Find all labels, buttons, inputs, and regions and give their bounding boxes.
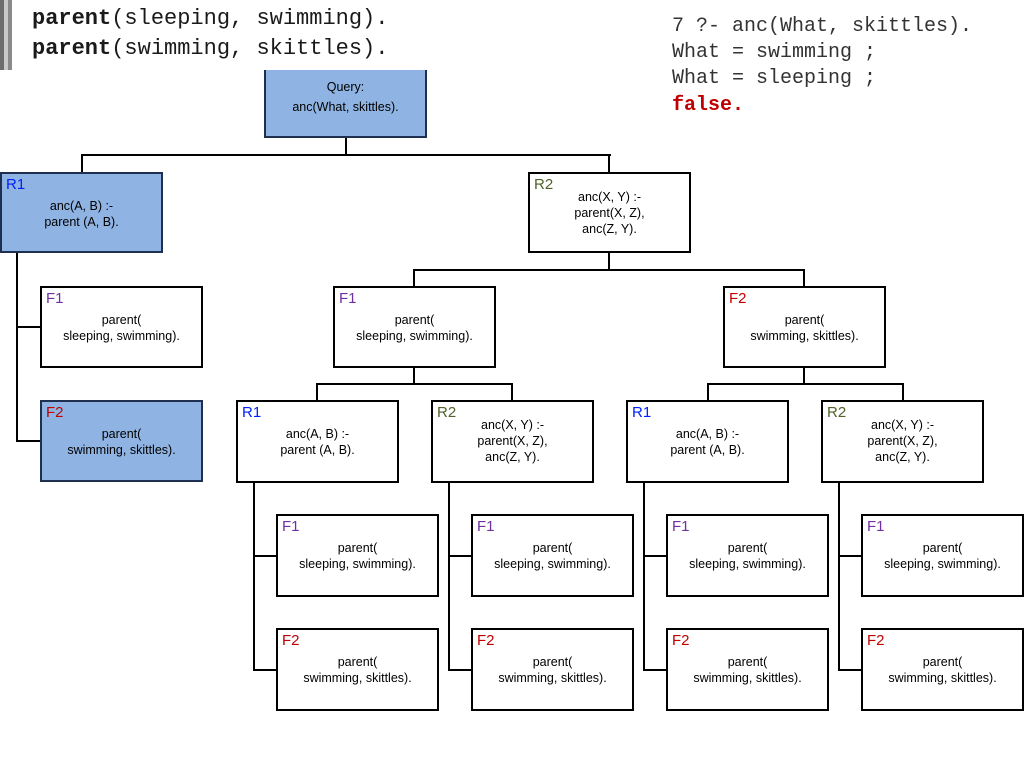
r2-body-1: parent(X, Z),: [477, 434, 548, 448]
fact-head: parent(: [922, 541, 963, 555]
console-line-answer-2: What = sleeping ;: [672, 67, 877, 90]
fact-args: swimming, skittles).: [67, 443, 176, 457]
r1-body: parent (A, B).: [280, 443, 355, 457]
r1-tag: R1: [242, 404, 262, 421]
fact-head: parent(: [532, 655, 573, 669]
f2-node-left: F2 parent( swimming, skittles).: [40, 400, 203, 482]
f2-tag: F2: [282, 632, 300, 649]
r2-head: anc(X, Y) :-: [578, 190, 641, 204]
fact-head: parent(: [532, 541, 573, 555]
f1-node-left: F1 parent( sleeping, swimming).: [40, 286, 203, 368]
fact-args: sleeping, swimming).: [299, 557, 416, 571]
f2-tag: F2: [672, 632, 690, 649]
fact-head: parent(: [101, 427, 142, 441]
f1-tag: F1: [672, 518, 690, 535]
f2-node-mid: F2 parent( swimming, skittles).: [723, 286, 886, 368]
r1-body: parent (A, B).: [44, 215, 119, 229]
r2-tag: R2: [437, 404, 457, 421]
r1-tag: R1: [632, 404, 652, 421]
fact-head: parent(: [394, 313, 435, 327]
r2-body-2: anc(Z, Y).: [875, 450, 930, 464]
console-line-false: false.: [672, 94, 745, 117]
f2-tag: F2: [46, 404, 64, 421]
f2-tag: F2: [867, 632, 885, 649]
f1-tag: F1: [867, 518, 885, 535]
r1-node-b: R1 anc(A, B) :- parent (A, B).: [626, 400, 789, 483]
fact-head: parent(: [337, 541, 378, 555]
r1-body: parent (A, B).: [670, 443, 745, 457]
console-line-answer-1: What = swimming ;: [672, 41, 877, 64]
f1-node-leaf-1: F1 parent( sleeping, swimming).: [276, 514, 439, 597]
r2-head: anc(X, Y) :-: [871, 418, 934, 432]
code-line-1: parent(sleeping, swimming).: [32, 6, 389, 31]
f2-tag: F2: [729, 290, 747, 307]
r2-body-1: parent(X, Z),: [574, 206, 645, 220]
fact-args: swimming, skittles).: [693, 671, 802, 685]
fact-args: sleeping, swimming).: [356, 329, 473, 343]
r2-node-root: R2 anc(X, Y) :- parent(X, Z), anc(Z, Y).: [528, 172, 691, 253]
fact-args: swimming, skittles).: [303, 671, 412, 685]
f1-tag: F1: [46, 290, 64, 307]
r2-head: anc(X, Y) :-: [481, 418, 544, 432]
r2-body-2: anc(Z, Y).: [582, 222, 637, 236]
f1-tag: F1: [282, 518, 300, 535]
r1-node-a: R1 anc(A, B) :- parent (A, B).: [236, 400, 399, 483]
console-line-query: 7 ?- anc(What, skittles).: [672, 15, 973, 38]
r1-head: anc(A, B) :-: [675, 427, 740, 441]
f2-node-leaf-4: F2 parent( swimming, skittles).: [861, 628, 1024, 711]
f2-tag: F2: [477, 632, 495, 649]
fact-head: parent(: [337, 655, 378, 669]
f1-node-mid: F1 parent( sleeping, swimming).: [333, 286, 496, 368]
r1-node-root: R1 anc(A, B) :- parent (A, B).: [0, 172, 163, 253]
f2-node-leaf-1: F2 parent( swimming, skittles).: [276, 628, 439, 711]
f2-node-leaf-2: F2 parent( swimming, skittles).: [471, 628, 634, 711]
f1-tag: F1: [339, 290, 357, 307]
fact-args: sleeping, swimming).: [689, 557, 806, 571]
f1-node-leaf-4: F1 parent( sleeping, swimming).: [861, 514, 1024, 597]
r1-head: anc(A, B) :-: [49, 199, 114, 213]
fact-head: parent(: [922, 655, 963, 669]
r2-node-a: R2 anc(X, Y) :- parent(X, Z), anc(Z, Y).: [431, 400, 594, 483]
fact-head: parent(: [784, 313, 825, 327]
query-title: Query:: [326, 80, 365, 94]
fact-args: sleeping, swimming).: [63, 329, 180, 343]
fact-args: sleeping, swimming).: [494, 557, 611, 571]
f2-node-leaf-3: F2 parent( swimming, skittles).: [666, 628, 829, 711]
fact-args: swimming, skittles).: [750, 329, 859, 343]
r2-body-1: parent(X, Z),: [867, 434, 938, 448]
fact-head: parent(: [101, 313, 142, 327]
r1-head: anc(A, B) :-: [285, 427, 350, 441]
f1-node-leaf-2: F1 parent( sleeping, swimming).: [471, 514, 634, 597]
r2-node-b: R2 anc(X, Y) :- parent(X, Z), anc(Z, Y).: [821, 400, 984, 483]
query-goal: anc(What, skittles).: [292, 100, 399, 114]
f1-node-leaf-3: F1 parent( sleeping, swimming).: [666, 514, 829, 597]
code-panel: parent(sleeping, swimming). parent(swimm…: [0, 0, 474, 70]
r2-tag: R2: [534, 176, 554, 193]
fact-args: swimming, skittles).: [498, 671, 607, 685]
fact-head: parent(: [727, 541, 768, 555]
code-line-2: parent(swimming, skittles).: [32, 36, 389, 61]
r1-tag: R1: [6, 176, 26, 193]
f1-tag: F1: [477, 518, 495, 535]
r2-tag: R2: [827, 404, 847, 421]
fact-head: parent(: [727, 655, 768, 669]
query-node: Query: anc(What, skittles).: [264, 70, 427, 138]
r2-body-2: anc(Z, Y).: [485, 450, 540, 464]
fact-args: swimming, skittles).: [888, 671, 997, 685]
fact-args: sleeping, swimming).: [884, 557, 1001, 571]
